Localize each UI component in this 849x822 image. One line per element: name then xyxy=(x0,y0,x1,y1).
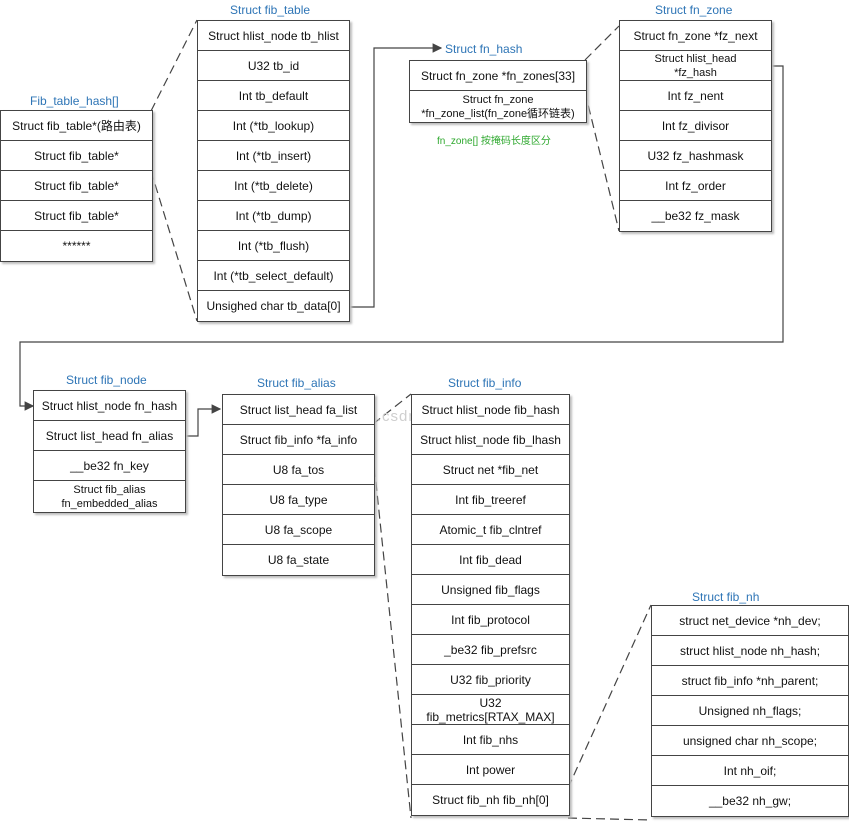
fib-node-field: Struct hlist_node fn_hash xyxy=(34,391,185,421)
fib-alias-title: Struct fib_alias xyxy=(257,376,336,390)
fib-alias-field: U8 fa_scope xyxy=(223,515,374,545)
fib-table-title: Struct fib_table xyxy=(230,3,311,17)
fib-table-field: Struct hlist_node tb_hlist xyxy=(198,21,349,51)
fib-info-field: Int fib_protocol xyxy=(412,605,569,635)
fib-info-field: Struct fib_nh fib_nh[0] xyxy=(432,793,549,807)
fib-info-field: Int fib_dead xyxy=(412,545,569,575)
fib-info-field: Unsigned fib_flags xyxy=(412,575,569,605)
fib-node-field: __be32 fn_key xyxy=(34,451,185,481)
fib-nh-struct-box: struct net_device *nh_dev;struct hlist_n… xyxy=(651,605,849,817)
fib-table-field: U32 tb_id xyxy=(198,51,349,81)
fib-alias-field: U8 fa_state xyxy=(267,553,330,567)
fib-table-hash-title: Fib_table_hash[] xyxy=(30,94,119,108)
fib-table-field: Unsighed char tb_data[0] xyxy=(206,299,341,313)
fib-info-field: Int fib_treeref xyxy=(412,485,569,515)
fn-hash-title: Struct fn_hash xyxy=(445,42,523,56)
fib-info-field: _be32 fib_prefsrc xyxy=(412,635,569,665)
fib-table-field: Int (*tb_flush) xyxy=(198,231,349,261)
fib-table-field: Int (*tb_insert) xyxy=(198,141,349,171)
fib-node-field: Struct list_head fn_alias xyxy=(34,421,185,451)
fib-table-hash-field: Struct fib_table*(路由表) xyxy=(1,111,152,141)
fib-node-field: Struct fib_alias fn_embedded_alias xyxy=(61,483,158,510)
fib-info-field: Int fib_nhs xyxy=(412,725,569,755)
fib-table-hash-struct-box: Struct fib_table*(路由表)Struct fib_table*S… xyxy=(0,110,153,262)
fib-info-field: U32 fib_metrics[RTAX_MAX] xyxy=(412,695,569,725)
fib-info-field: Int power xyxy=(412,755,569,785)
fib-alias-field: Struct list_head fa_list xyxy=(223,395,374,425)
fn-hash-field: Struct fn_zone *fn_zones[33] xyxy=(410,61,586,91)
fib-info-field: Struct hlist_node fib_hash xyxy=(412,395,569,425)
fib-nh-field: Unsigned nh_flags; xyxy=(652,696,848,726)
fn-zone-field: U32 fz_hashmask xyxy=(620,141,771,171)
fib-nh-field: unsigned char nh_scope; xyxy=(652,726,848,756)
fn-zone-title: Struct fn_zone xyxy=(655,3,733,17)
fn-hash-field: Struct fn_zone *fn_zone_list(fn_zone循环链表… xyxy=(421,93,575,120)
fn-zone-note: fn_zone[] 按掩码长度区分 xyxy=(437,136,551,147)
fn-zone-field: Struct hlist_head *fz_hash xyxy=(620,51,771,81)
fn-zone-field: __be32 fz_mask xyxy=(651,209,740,223)
fib-info-title: Struct fib_info xyxy=(448,376,522,390)
fib-table-field: Int (*tb_select_default) xyxy=(198,261,349,291)
fib-nh-field: struct net_device *nh_dev; xyxy=(652,606,848,636)
fib-info-field: U32 fib_priority xyxy=(412,665,569,695)
fib-table-field: Int (*tb_delete) xyxy=(198,171,349,201)
fib-table-field: Int tb_default xyxy=(198,81,349,111)
fib-table-hash-field: Struct fib_table* xyxy=(1,141,152,171)
fib-node-title: Struct fib_node xyxy=(66,373,147,387)
fib-table-hash-field: Struct fib_table* xyxy=(1,201,152,231)
fn-zone-field: Int fz_order xyxy=(620,171,771,201)
fib-info-field: Struct hlist_node fib_lhash xyxy=(412,425,569,455)
fib-table-hash-field: Struct fib_table* xyxy=(1,171,152,201)
fn-zone-field: Int fz_divisor xyxy=(620,111,771,141)
fib-nh-field: Int nh_oif; xyxy=(652,756,848,786)
fib-table-field: Int (*tb_lookup) xyxy=(198,111,349,141)
fib-alias-field: Struct fib_info *fa_info xyxy=(223,425,374,455)
fib-table-hash-field: ****** xyxy=(62,239,91,253)
fib-alias-field: U8 fa_tos xyxy=(223,455,374,485)
fib-info-field: Atomic_t fib_clntref xyxy=(412,515,569,545)
fib-nh-field: struct hlist_node nh_hash; xyxy=(652,636,848,666)
fn-zone-field: Struct fn_zone *fz_next xyxy=(620,21,771,51)
fib-nh-title: Struct fib_nh xyxy=(692,590,760,604)
fn-hash-struct-box: Struct fn_zone *fn_zones[33]Struct fn_zo… xyxy=(409,60,587,123)
fn-zone-field: Int fz_nent xyxy=(620,81,771,111)
fib-nh-field: __be32 nh_gw; xyxy=(708,794,792,808)
fib-nh-field: struct fib_info *nh_parent; xyxy=(652,666,848,696)
fib-info-field: Struct net *fib_net xyxy=(412,455,569,485)
fib-alias-field: U8 fa_type xyxy=(223,485,374,515)
fib-table-field: Int (*tb_dump) xyxy=(198,201,349,231)
